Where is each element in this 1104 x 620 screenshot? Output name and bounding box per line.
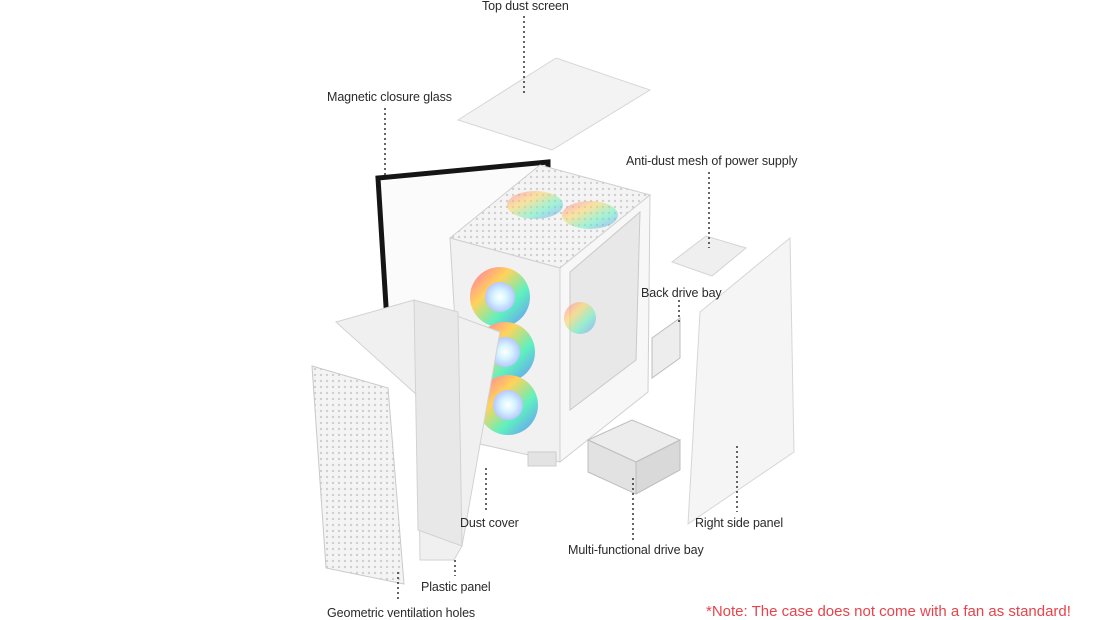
label-magnetic-closure-glass: Magnetic closure glass bbox=[327, 90, 452, 104]
label-top-dust-screen: Top dust screen bbox=[482, 0, 569, 13]
label-dust-cover: Dust cover bbox=[460, 516, 519, 530]
label-multi-functional-drive-bay: Multi-functional drive bay bbox=[568, 543, 704, 557]
label-anti-dust-mesh: Anti-dust mesh of power supply bbox=[626, 154, 798, 168]
multi-functional-drive-bay-part bbox=[586, 419, 682, 495]
chassis-body bbox=[448, 164, 652, 467]
back-drive-bay-part bbox=[651, 317, 681, 379]
right-side-panel-part bbox=[687, 236, 795, 525]
plastic-panel-part bbox=[334, 299, 501, 561]
label-right-side-panel: Right side panel bbox=[695, 516, 784, 530]
label-back-drive-bay: Back drive bay bbox=[641, 286, 722, 300]
leader-lines bbox=[384, 16, 738, 602]
top-dust-screen-part bbox=[456, 57, 652, 151]
fan-note: *Note: The case does not come with a fan… bbox=[706, 603, 1071, 620]
label-plastic-panel: Plastic panel bbox=[421, 580, 491, 594]
anti-dust-mesh-part bbox=[670, 235, 748, 277]
label-geometric-ventilation-holes: Geometric ventilation holes bbox=[327, 606, 476, 620]
geometric-ventilation-panel-part bbox=[311, 365, 405, 585]
